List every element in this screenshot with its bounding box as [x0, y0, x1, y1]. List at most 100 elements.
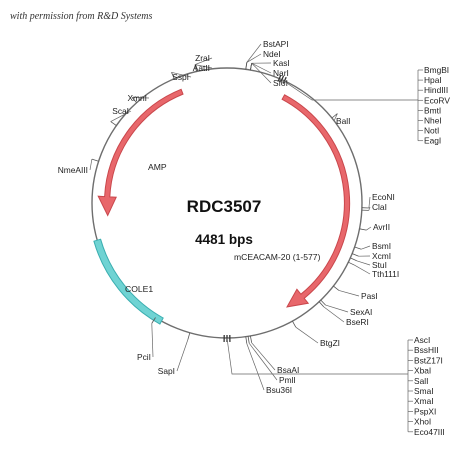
site-tick: [91, 158, 99, 162]
site-tick: [320, 299, 326, 306]
site-tick: [331, 113, 338, 119]
site-leader: [195, 64, 213, 69]
mcs-site-label: Eco47III: [414, 427, 445, 437]
site-label: NarI: [273, 68, 289, 78]
site-leader: [246, 343, 265, 391]
mcs-bracket: [226, 337, 409, 432]
mcs-site-label: EcoRV: [424, 95, 450, 105]
site-leader: [368, 196, 371, 209]
site-tick: [187, 332, 191, 340]
site-label: ClaI: [372, 202, 387, 212]
site-tick: [131, 97, 137, 103]
site-tick: [245, 62, 248, 70]
insert-arrow: [281, 94, 351, 308]
permission-note: with permission from R&D Systems: [10, 11, 153, 22]
site-leader: [356, 260, 371, 266]
site-label: BsaAI: [277, 365, 299, 375]
restriction-sites: BstAPINdeIKasINarISfoIZraIAatIISspIXmnIS…: [58, 39, 399, 395]
site-leader: [131, 97, 150, 99]
site-leader: [251, 342, 276, 371]
site-tick: [348, 261, 355, 266]
site-label: BtgZI: [320, 338, 340, 348]
site-tick: [194, 64, 197, 72]
site-label: PciI: [137, 352, 151, 362]
site-tick: [352, 253, 359, 257]
site-label: StuI: [372, 260, 387, 270]
cole1-segment: [93, 238, 164, 325]
site-leader: [354, 264, 371, 275]
cole1-label: COLE1: [125, 284, 153, 294]
site-label: XmnI: [127, 93, 147, 103]
site-tick: [151, 317, 156, 324]
mcs-site-label: BmtI: [424, 105, 441, 115]
site-label: AatII: [193, 63, 210, 73]
mcs-site-label: EagI: [424, 136, 441, 146]
site-label: SspI: [172, 72, 189, 82]
amp-label: AMP: [148, 162, 167, 172]
mcs-site-label: SmaI: [414, 386, 434, 396]
site-label: Tth111I: [372, 269, 399, 279]
site-leader: [151, 323, 154, 358]
site-leader: [361, 245, 371, 250]
site-leader: [194, 57, 213, 65]
site-label: PasI: [361, 291, 378, 301]
site-tick: [250, 335, 253, 343]
site-leader: [251, 62, 272, 74]
site-leader: [110, 110, 132, 122]
insert-label: mCEACAM-20 (1-577): [234, 252, 321, 262]
site-label: PmlI: [279, 375, 296, 385]
mcs-tick: [282, 76, 287, 84]
plasmid-size: 4481 bps: [195, 232, 253, 247]
mcs-site-label: NheI: [424, 116, 442, 126]
site-label: NdeI: [263, 49, 281, 59]
site-tick: [350, 257, 357, 262]
site-label: AvrII: [373, 222, 390, 232]
site-label: Bsu36I: [266, 385, 292, 395]
site-label: BsmI: [372, 241, 391, 251]
mcs-site-label: XmaI: [414, 396, 434, 406]
site-label: ZraI: [195, 53, 210, 63]
site-tick: [292, 320, 297, 328]
site-leader: [295, 326, 319, 344]
site-tick: [250, 63, 253, 71]
site-leader: [176, 339, 189, 372]
mcs-site-label: BmgBI: [424, 65, 449, 75]
site-leader: [338, 290, 360, 297]
mcs-site-label: BssHII: [414, 345, 439, 355]
mcs-sites: BmgBIHpaIHindIIIEcoRVBmtINheINotIEagIAsc…: [223, 65, 450, 437]
mcs-site-label: HindIII: [424, 85, 448, 95]
site-tick: [359, 228, 367, 231]
mcs-bracket: [281, 70, 419, 141]
site-tick: [110, 121, 117, 126]
mcs-tick: [277, 74, 282, 82]
site-label: EcoNI: [372, 192, 395, 202]
site-label: KasI: [273, 58, 290, 68]
site-leader: [333, 113, 338, 122]
site-tick: [247, 336, 250, 344]
plasmid-name: RDC3507: [187, 197, 262, 216]
site-label: SapI: [158, 366, 175, 376]
site-leader: [325, 304, 349, 313]
site-label: BstAPI: [263, 39, 289, 49]
site-label: XcmI: [372, 251, 391, 261]
mcs-tick: [280, 75, 285, 83]
site-tick: [318, 301, 325, 308]
site-label: NmeAIII: [58, 165, 88, 175]
site-leader: [368, 206, 371, 211]
site-label: SexAI: [350, 307, 372, 317]
site-label: ScaI: [112, 106, 129, 116]
mcs-site-label: XbaI: [414, 366, 431, 376]
amp-arrow: [97, 88, 184, 217]
mcs-site-label: AscI: [414, 335, 430, 345]
mcs-site-label: SalI: [414, 376, 428, 386]
site-tick: [171, 72, 175, 79]
site-leader: [246, 53, 262, 63]
site-leader: [366, 226, 372, 231]
site-tick: [333, 285, 340, 291]
site-leader: [89, 159, 93, 171]
site-label: BseRI: [346, 317, 369, 327]
mcs-site-label: PspXI: [414, 406, 436, 416]
site-tick: [354, 246, 362, 250]
mcs-site-label: HpaI: [424, 75, 442, 85]
